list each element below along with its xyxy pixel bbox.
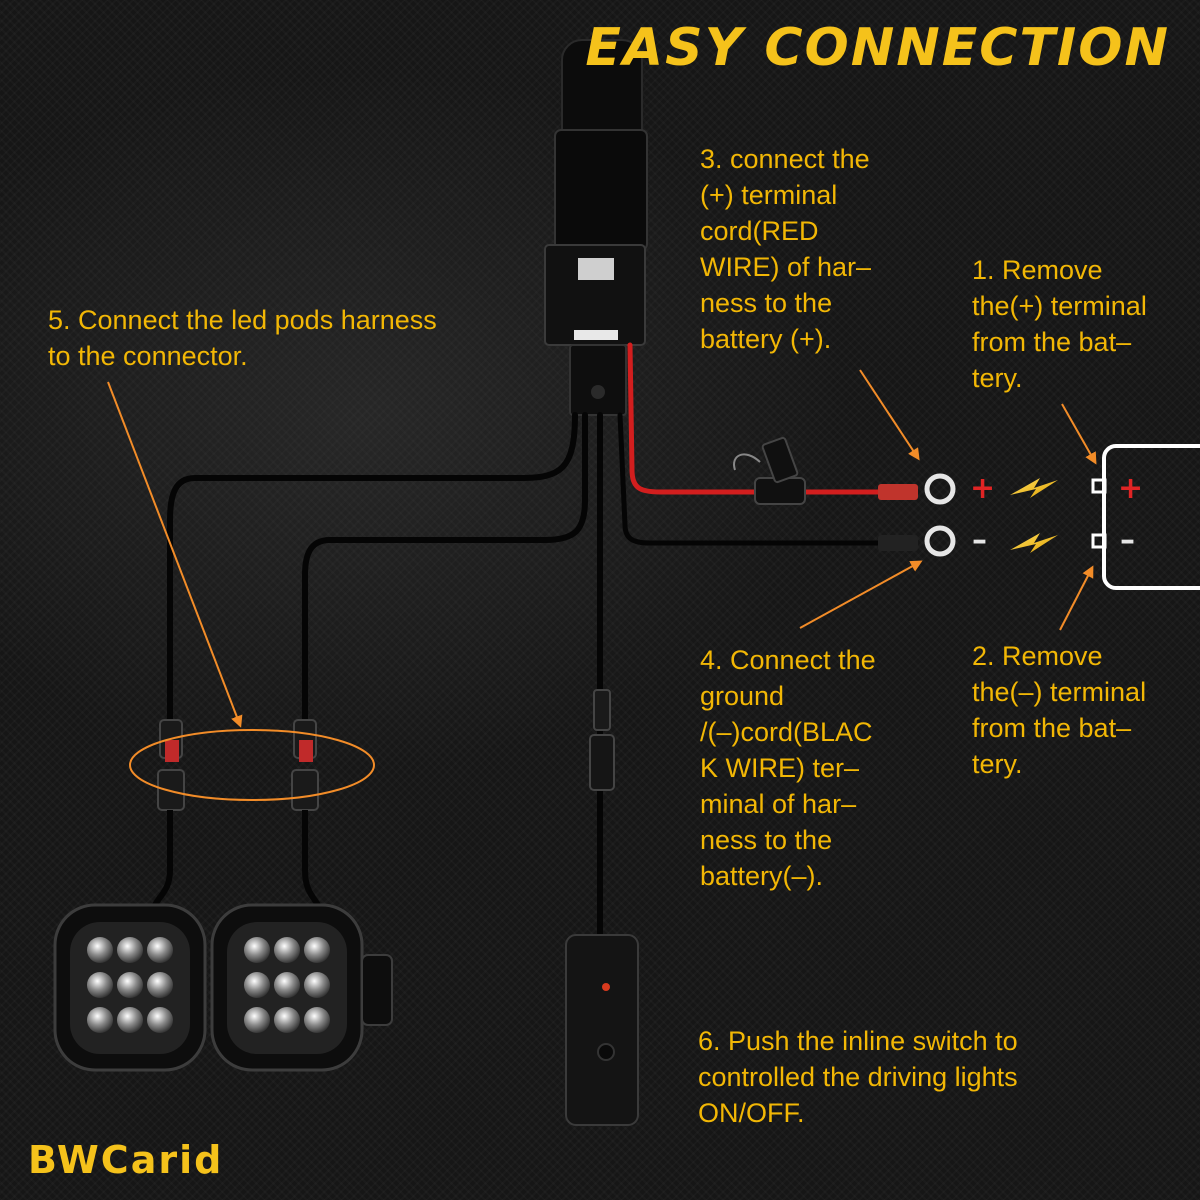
connector-highlight-ellipse [129,729,375,801]
led-pod-light [53,903,207,1072]
arrow-step1 [1061,403,1097,465]
page-title: EASY CONNECTION [585,18,1170,78]
inline-fuse [733,436,806,505]
brand-logo: BWCarid [28,1138,224,1182]
pod-connector-right [291,719,321,907]
arrow-step5 [107,381,243,728]
arrow-step3 [859,369,920,461]
wire-plus-sign: + [970,471,996,506]
negative-ring-terminal [878,525,956,557]
red-wire [627,342,883,495]
switch-wire-connector [589,689,615,791]
step-4-text: 4. Connect the ground /(–)cord(BLAC K WI… [700,645,876,891]
main-cable [554,39,648,251]
battery-minus-sign: – [1120,523,1135,558]
arrow-step4 [799,560,923,629]
pod-connector-left [152,719,185,907]
inline-switch [565,934,639,1126]
step-1-text: 1. Remove the(+) terminal from the bat– … [972,255,1147,393]
lightning-bolt-icon [1010,533,1058,553]
wire-minus-sign: – [972,523,987,558]
arrow-step2 [1059,565,1094,631]
step-2-text: 2. Remove the(–) terminal from the bat– … [972,641,1147,779]
harness-wire-left-pod [167,412,578,723]
lightning-bolt-icon [1010,478,1058,498]
positive-ring-terminal [878,473,956,505]
relay-box [544,244,646,416]
battery-icon [1091,444,1200,590]
battery-plus-sign: + [1118,471,1144,506]
black-wire [617,412,883,546]
step-5-text: 5. Connect the led pods harness to the c… [48,305,437,371]
led-pod-light [210,903,393,1072]
harness-wire-right-pod [302,412,588,723]
step-3-text: 3. connect the (+) terminal cord(RED WIR… [700,144,872,354]
step-6-text: 6. Push the inline switch to controlled … [698,1026,1018,1128]
